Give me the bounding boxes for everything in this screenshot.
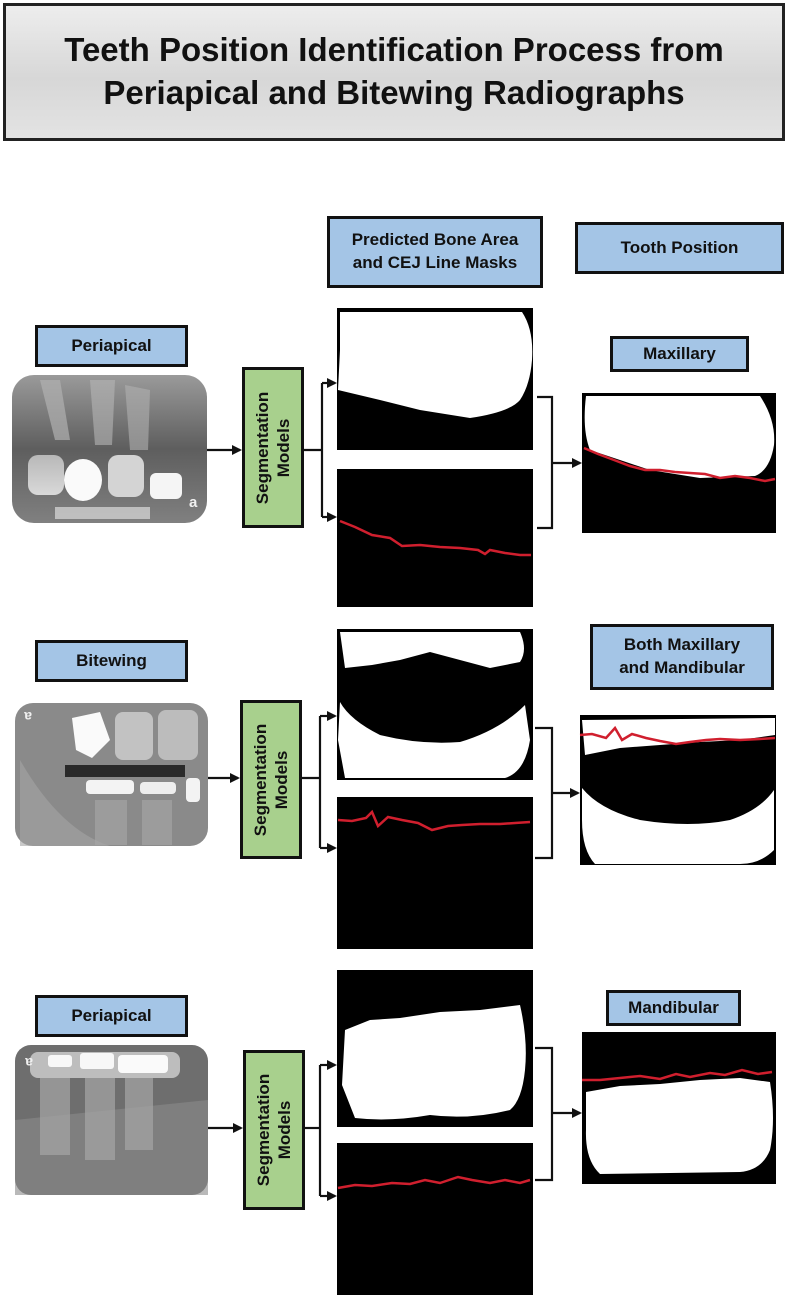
root-shape <box>40 1075 70 1155</box>
metal-filling <box>86 780 134 794</box>
metal-filling <box>48 1055 72 1067</box>
root-shape <box>90 380 115 445</box>
diagram-title: Teeth Position Identification Process fr… <box>3 3 785 141</box>
output-label-row-1-text: Maxillary <box>643 343 716 363</box>
radiograph-tag: a <box>24 709 32 725</box>
tooth-crown <box>115 712 153 760</box>
input-label-row-3-text: Periapical <box>71 1005 152 1025</box>
root-shape <box>95 800 127 845</box>
connectors <box>207 378 582 1201</box>
cej-mask-row-1 <box>337 469 533 607</box>
root-shape <box>125 1075 153 1150</box>
root-shape <box>40 380 70 440</box>
metal-crown <box>64 459 102 501</box>
tooth-position-mandibular <box>582 1032 776 1184</box>
radiograph-tag: a <box>25 1055 33 1071</box>
occlusal-gap <box>65 765 185 777</box>
title-line-1: Teeth Position Identification Process fr… <box>64 31 724 69</box>
segmentation-models-row-2: Segmentation Models <box>240 700 302 859</box>
bone-mask-row-3 <box>337 970 533 1127</box>
header-tooth-position-label: Tooth Position <box>620 237 739 257</box>
input-label-row-2: Bitewing <box>35 640 188 682</box>
bone-mask-row-2 <box>337 629 533 780</box>
output-label-row-2-line-1: Both Maxillary <box>623 635 741 655</box>
output-label-row-2: Both Maxillary and Mandibular <box>590 624 774 690</box>
input-label-row-1: Periapical <box>35 325 188 367</box>
segmentation-models-row-3: Segmentation Models <box>243 1050 305 1210</box>
tooth-crown <box>158 710 198 760</box>
metal-filling <box>150 473 182 499</box>
jaw-shadow <box>20 760 110 846</box>
metal-filling <box>186 778 200 802</box>
radiograph-periapical-1: a <box>12 375 207 523</box>
metal-crown <box>72 712 110 758</box>
output-label-row-3-text: Mandibular <box>628 997 719 1017</box>
metal-filling <box>140 782 176 794</box>
output-label-row-2-line-2: and Mandibular <box>619 658 745 677</box>
tooth-crown <box>108 455 144 497</box>
output-label-row-3: Mandibular <box>606 990 741 1026</box>
radiograph-bitewing: a <box>15 703 208 846</box>
input-label-row-2-text: Bitewing <box>76 650 147 670</box>
cej-mask-row-2 <box>337 797 533 949</box>
header-predicted-line-2: and CEJ Line Masks <box>352 253 518 272</box>
root-shape <box>142 800 172 845</box>
tooth-position-maxillary <box>582 393 776 533</box>
radiograph-periapical-2: a <box>15 1045 208 1195</box>
root-shape <box>125 385 150 450</box>
radiograph-tag: a <box>189 494 198 511</box>
metal-filling <box>118 1055 168 1073</box>
sensor-edge <box>55 507 150 519</box>
cej-mask-row-3 <box>337 1143 533 1295</box>
header-tooth-position: Tooth Position <box>575 222 784 274</box>
input-label-row-1-text: Periapical <box>71 335 152 355</box>
header-predicted-masks: Predicted Bone Area and CEJ Line Masks <box>327 216 543 288</box>
bone-mask-row-1 <box>337 308 533 450</box>
title-line-2: Periapical and Bitewing Radiographs <box>103 74 685 111</box>
root-shape <box>85 1075 115 1160</box>
metal-filling <box>80 1053 114 1069</box>
tooth-position-both <box>579 715 776 865</box>
tooth-crown <box>28 455 64 495</box>
segmentation-models-row-1: Segmentation Models <box>242 367 304 528</box>
header-predicted-line-1: Predicted Bone Area <box>351 230 519 250</box>
input-label-row-3: Periapical <box>35 995 188 1037</box>
output-label-row-1: Maxillary <box>610 336 749 372</box>
